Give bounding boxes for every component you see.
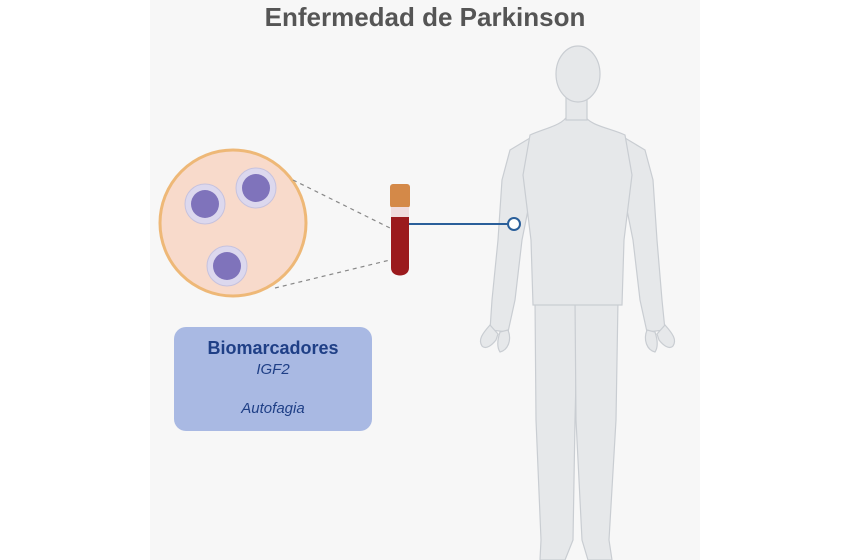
blood-tube-icon: [390, 184, 410, 276]
page-title: Enfermedad de Parkinson: [264, 2, 586, 32]
blood-cell: [206, 245, 248, 287]
biomarker-box: Biomarcadores IGF2 Autofagia: [174, 327, 372, 431]
blood-cell: [184, 183, 226, 225]
biomarker-heading: Biomarcadores: [207, 338, 339, 358]
biomarker-item-igf2: IGF2: [256, 361, 290, 378]
magnified-cell-view: [158, 148, 308, 298]
sample-connector: [409, 217, 521, 231]
zoom-lines: [274, 179, 391, 289]
biomarker-item-autofagia: Autofagia: [241, 400, 305, 417]
human-body-silhouette: [479, 45, 676, 560]
blood-cell: [235, 167, 277, 209]
